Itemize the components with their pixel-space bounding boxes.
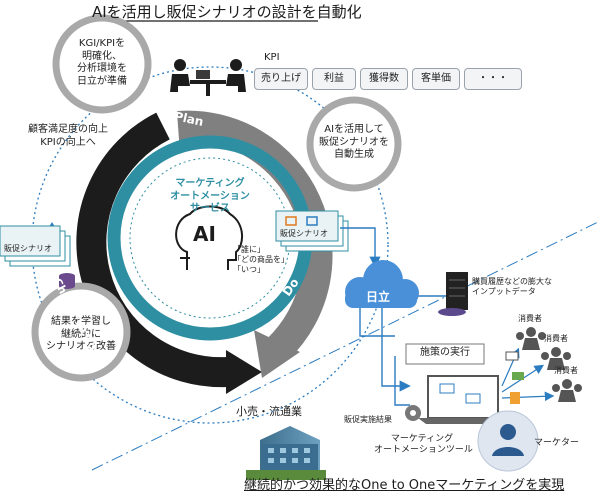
ai-head-icon	[175, 205, 243, 270]
bigdata-line: インプットデータ	[472, 287, 536, 296]
bigdata-label: 購買履歴などの膨大な インプットデータ	[472, 277, 552, 297]
retail-label: 小売・流通業	[236, 405, 302, 418]
kpi-chip: 客単価	[412, 68, 460, 90]
tool-label: マーケティング オートメーションツール	[374, 434, 473, 457]
marketer-icon	[492, 424, 524, 456]
laptop-icon	[418, 375, 508, 424]
kgi-bubble	[52, 14, 152, 114]
gear-icon	[405, 405, 421, 421]
customer-text: 顧客満足度の向上 KPIの向上へ	[16, 124, 120, 149]
ai-label: AI	[193, 222, 216, 246]
ai-bubble-text: AIを活用して 販促シナリオを 自動生成	[314, 124, 394, 162]
scenario-cards-left	[0, 225, 71, 267]
diagonal-divider	[91, 221, 599, 471]
scenario-label-right: 販促シナリオ	[280, 229, 328, 238]
service-line: サービス	[190, 203, 230, 214]
www-line: 「いつ」	[233, 265, 265, 274]
learn-line: 継続的に	[61, 328, 101, 340]
meeting-icon	[170, 59, 246, 96]
service-line: マーケティング	[175, 178, 245, 189]
who-what-when: 「誰に」 「どの商品を」 「いつ」	[233, 245, 289, 275]
kpi-label: KPI	[264, 52, 280, 63]
www-line: 「どの商品を」	[233, 255, 289, 264]
kgi-line: KGI/KPIを	[78, 38, 126, 49]
customer-line: KPIの向上へ	[40, 136, 96, 148]
consumer-label: 消費者	[554, 366, 578, 375]
hitachi-cloud	[345, 260, 419, 308]
tool-line: マーケティング	[390, 434, 454, 444]
exec-box	[405, 343, 485, 365]
learn-text: 結果を学習し 継続的に シナリオを改善	[41, 316, 121, 354]
server-icon	[438, 272, 468, 316]
outer-cycle-ring	[31, 66, 389, 424]
footer-caption: 継続的かつ効果的なOne to Oneマーケティングを実現	[244, 478, 565, 493]
database-icon	[59, 273, 75, 289]
marketer-bg	[477, 410, 539, 472]
retail-building-icon	[246, 426, 326, 480]
kgi-text: KGI/KPIを 明確化、 分析環境を 日立が準備	[62, 38, 142, 88]
learn-line: 結果を学習し	[51, 316, 111, 327]
kgi-line: 日立が準備	[77, 75, 127, 87]
ai-line: AIを活用して	[324, 124, 384, 135]
marketer-label: マーケター	[534, 438, 580, 448]
ai-bubble	[306, 96, 402, 192]
scenario-label-left: 販促シナリオ	[4, 244, 52, 253]
service-line: オートメーション	[170, 190, 250, 202]
kpi-chip: 売り上げ	[254, 68, 308, 90]
plan-do-arc	[176, 110, 333, 360]
tool-line: オートメーションツール	[374, 445, 473, 456]
www-line: 「誰に」	[233, 245, 265, 254]
kgi-line: 明確化、	[82, 50, 122, 62]
learn-bubble	[31, 282, 131, 382]
scenario-cards-right	[275, 210, 349, 252]
consumer-label: 消費者	[544, 334, 568, 343]
service-title: マーケティング オートメーション サービス	[160, 178, 260, 216]
page-title: AIを活用し販促シナリオの設計を自動化	[92, 3, 362, 21]
consumer-icons	[516, 327, 582, 402]
kpi-chip: 獲得数	[360, 68, 408, 90]
consumer-label: 消費者	[518, 314, 542, 323]
channel-icons	[505, 351, 524, 404]
check-action-arc	[76, 112, 229, 388]
ai-line: 自動生成	[334, 149, 374, 160]
exec-label: 施策の実行	[420, 347, 470, 358]
hitachi-label: 日立	[366, 290, 391, 304]
kpi-chip: 利益	[312, 68, 356, 90]
learn-line: シナリオを改善	[46, 341, 116, 352]
result-label: 販促実施結果	[344, 415, 392, 424]
bigdata-line: 購買履歴などの膨大な	[472, 277, 552, 286]
customer-line: 顧客満足度の向上	[28, 124, 108, 135]
ai-line: 販促シナリオを	[319, 136, 389, 148]
kgi-line: 分析環境を	[77, 63, 127, 74]
kpi-chip: ・・・	[464, 68, 522, 90]
